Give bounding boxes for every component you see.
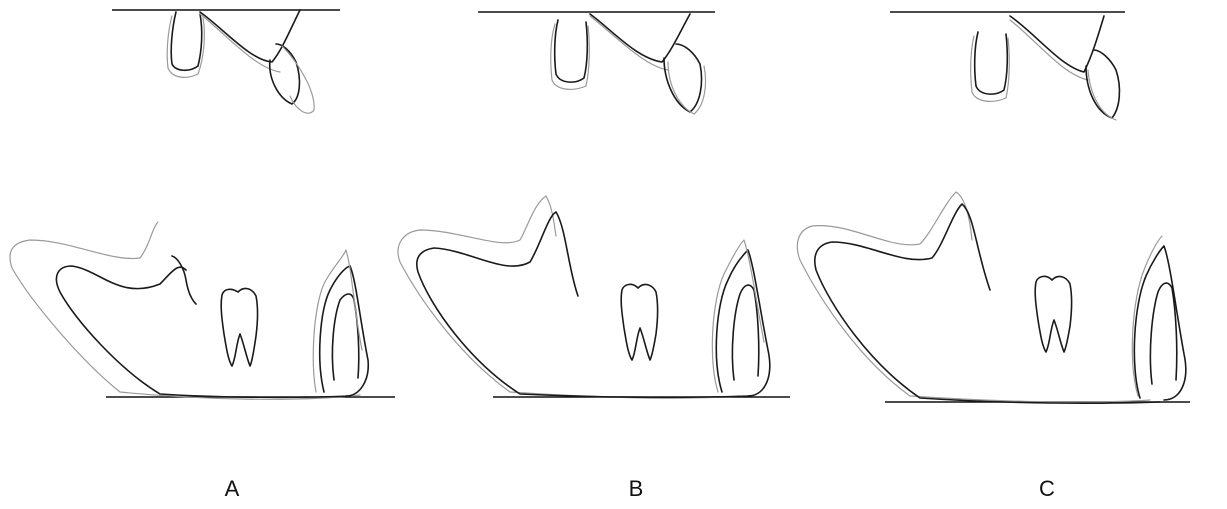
upper-incisor-grey	[282, 46, 314, 113]
panel-c: C	[797, 12, 1190, 501]
palatal-contour	[200, 10, 300, 62]
upper-incisor	[1086, 50, 1119, 118]
upper-molar-grey	[551, 24, 590, 89]
panel-a: A	[10, 10, 395, 501]
upper-molar	[171, 12, 202, 70]
mandible-outline	[417, 212, 750, 397]
lower-molar	[221, 289, 257, 366]
symphysis-outline	[716, 250, 769, 396]
upper-incisor	[270, 44, 300, 104]
panel-label-a: A	[225, 476, 240, 501]
palatal-contour	[590, 14, 690, 62]
palatal-contour	[1010, 16, 1104, 72]
panel-label-b: B	[629, 476, 644, 501]
upper-incisor-grey	[668, 62, 706, 114]
upper-molar-grey	[971, 36, 1010, 101]
mandible-tracing	[398, 196, 790, 398]
mandible-tracing	[10, 222, 395, 399]
lower-molar	[621, 284, 657, 360]
lower-molar	[1035, 276, 1071, 352]
maxilla-tracing	[478, 12, 715, 114]
upper-molar	[555, 20, 588, 82]
mandible-outline	[56, 266, 350, 397]
coronoid-process	[172, 256, 196, 304]
upper-molar	[975, 32, 1008, 94]
lower-incisor	[732, 285, 758, 380]
symphysis-outline	[320, 266, 369, 396]
panel-b: B	[398, 12, 790, 501]
palatal-contour-grey	[200, 14, 280, 72]
mandible-outline-grey	[10, 222, 360, 399]
mandible-outline-grey	[797, 192, 1150, 402]
maxilla-tracing	[112, 10, 340, 113]
mandible-tracing	[797, 192, 1190, 403]
lower-incisor	[1150, 283, 1176, 384]
panel-label-c: C	[1039, 476, 1055, 501]
mandible-outline-grey	[398, 196, 740, 398]
mandible-outline	[815, 204, 1160, 403]
maxilla-tracing	[890, 12, 1125, 120]
symphysis-outline	[1134, 246, 1185, 400]
